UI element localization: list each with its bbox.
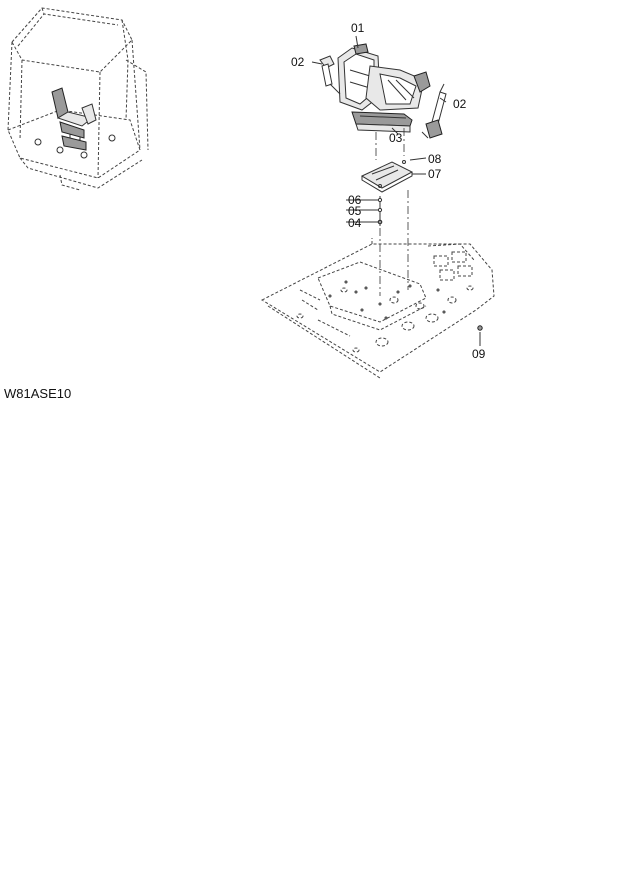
figure-caption: W81ASE10 bbox=[4, 386, 71, 401]
callout-leaders bbox=[311, 35, 481, 346]
seat-assembly bbox=[337, 43, 431, 133]
callout-01: 01 bbox=[351, 21, 365, 35]
callout-06: 06 bbox=[348, 193, 362, 207]
callout-03: 03 bbox=[389, 131, 403, 145]
callout-09: 09 bbox=[472, 347, 486, 361]
callout-05: 05 bbox=[348, 204, 362, 218]
part-02-right-lever bbox=[421, 83, 447, 139]
callout-04: 04 bbox=[348, 216, 362, 230]
floor-plate bbox=[260, 238, 495, 379]
part-04-06-bolt-stack bbox=[377, 196, 383, 226]
callout-02-right: 02 bbox=[453, 97, 467, 111]
part-09-fastener bbox=[477, 325, 483, 331]
callout-08: 08 bbox=[428, 152, 442, 166]
callout-07: 07 bbox=[428, 167, 442, 181]
part-07-08-mounting-plate bbox=[360, 160, 414, 193]
cab-overview-inset bbox=[7, 7, 149, 191]
callout-02-left: 02 bbox=[291, 55, 305, 69]
part-02-left-lever bbox=[319, 55, 341, 95]
assembly-centerlines bbox=[375, 128, 409, 296]
